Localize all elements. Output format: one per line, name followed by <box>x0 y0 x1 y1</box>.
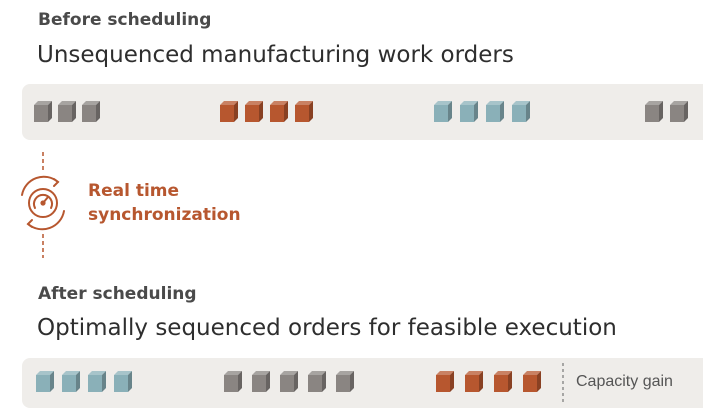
after-heading: After scheduling <box>38 284 197 304</box>
work-order-block <box>34 101 52 122</box>
work-order-block <box>252 371 270 392</box>
gauge-sync-icon <box>21 175 65 231</box>
work-order-block <box>434 101 452 122</box>
work-order-block <box>523 371 541 392</box>
work-order-block <box>645 101 663 122</box>
sequenced-orders-band <box>22 358 703 408</box>
sync-label-line1: Real time <box>88 181 180 201</box>
before-heading: Before scheduling <box>38 10 212 30</box>
work-order-block <box>280 371 298 392</box>
work-order-block <box>460 101 478 122</box>
work-order-block <box>58 101 76 122</box>
unsequenced-orders-track <box>34 101 688 122</box>
work-order-block <box>88 371 106 392</box>
work-order-block <box>465 371 483 392</box>
work-order-block <box>308 371 326 392</box>
work-order-block <box>670 101 688 122</box>
work-order-block <box>224 371 242 392</box>
work-order-block <box>220 101 238 122</box>
work-order-block <box>295 101 313 122</box>
after-subtitle: Optimally sequenced orders for feasible … <box>37 315 617 341</box>
before-subtitle: Unsequenced manufacturing work orders <box>37 42 514 68</box>
work-order-block <box>62 371 80 392</box>
work-order-block <box>82 101 100 122</box>
sync-label-line2: synchronization <box>88 205 241 225</box>
work-order-block <box>486 101 504 122</box>
work-order-block <box>36 371 54 392</box>
sequenced-orders-track <box>36 363 564 403</box>
capacity-gain-label: Capacity gain <box>576 373 673 390</box>
work-order-block <box>336 371 354 392</box>
work-order-block <box>270 101 288 122</box>
work-order-block <box>114 371 132 392</box>
work-order-block <box>494 371 512 392</box>
work-order-block <box>245 101 263 122</box>
sync-connector <box>21 152 65 258</box>
work-order-block <box>436 371 454 392</box>
work-order-block <box>512 101 530 122</box>
